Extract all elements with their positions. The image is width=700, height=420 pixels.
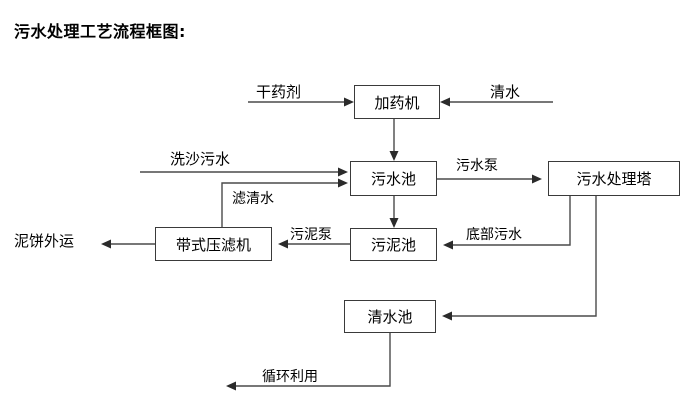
- terminal-dry-reagent: 干药剂: [256, 83, 302, 101]
- node-sewage-pool[interactable]: 污水池: [350, 161, 437, 196]
- edge-label-bottom-sewage: 底部污水: [466, 227, 522, 243]
- arrowhead-sewage-pump: [532, 174, 542, 184]
- wire-tower-to-clean-water-pool: [448, 196, 597, 317]
- arrowhead-tower-to-clean-pool: [442, 311, 452, 321]
- node-belt-filter-press[interactable]: 带式压滤机: [155, 227, 272, 261]
- arrowhead-recycle: [226, 381, 236, 391]
- node-label: 加药机: [374, 93, 420, 112]
- node-clean-water-pool[interactable]: 清水池: [344, 300, 436, 333]
- node-label: 清水池: [367, 308, 413, 326]
- terminal-clean-water-input: 清水: [490, 83, 521, 101]
- edge-label-sludge-pump: 污泥泵: [290, 227, 332, 243]
- wire-tower-bottom-sewage-to-sludge-pool: [449, 196, 571, 246]
- wire-filtered-water-to-sewage-pool: [221, 182, 342, 227]
- arrowhead-sewage-to-sludge: [389, 218, 399, 228]
- arrowhead-dry-reagent: [344, 97, 354, 107]
- edge-label-sewage-pump: 污水泵: [456, 158, 498, 174]
- arrowhead-bottom-sewage: [443, 240, 453, 250]
- arrowhead-filtered-water: [338, 178, 348, 188]
- arrowhead-sandwash: [338, 167, 348, 177]
- node-treatment-tower[interactable]: 污水处理塔: [548, 161, 680, 196]
- arrowhead-mudcake: [101, 239, 111, 249]
- edge-label-recycle-use: 循环利用: [262, 369, 318, 385]
- node-label: 带式压滤机: [175, 235, 251, 254]
- node-dosing-machine[interactable]: 加药机: [354, 85, 440, 119]
- node-label: 污水处理塔: [576, 170, 652, 188]
- node-label: 污水池: [370, 170, 416, 188]
- terminal-sand-wash-sewage: 洗沙污水: [170, 150, 231, 168]
- arrowhead-clean-water: [440, 97, 450, 107]
- node-label: 污泥池: [370, 236, 416, 254]
- arrowhead-dosing-down: [389, 151, 399, 161]
- terminal-mud-cake-out: 泥饼外运: [14, 232, 75, 250]
- wire-clean-pool-recycle: [232, 332, 391, 387]
- arrowhead-sludge-pump: [278, 239, 288, 249]
- edge-label-filtered-clear-water: 滤清水: [232, 191, 274, 207]
- node-sludge-pool[interactable]: 污泥池: [350, 228, 437, 261]
- page-title: 污水处理工艺流程框图:: [14, 22, 186, 41]
